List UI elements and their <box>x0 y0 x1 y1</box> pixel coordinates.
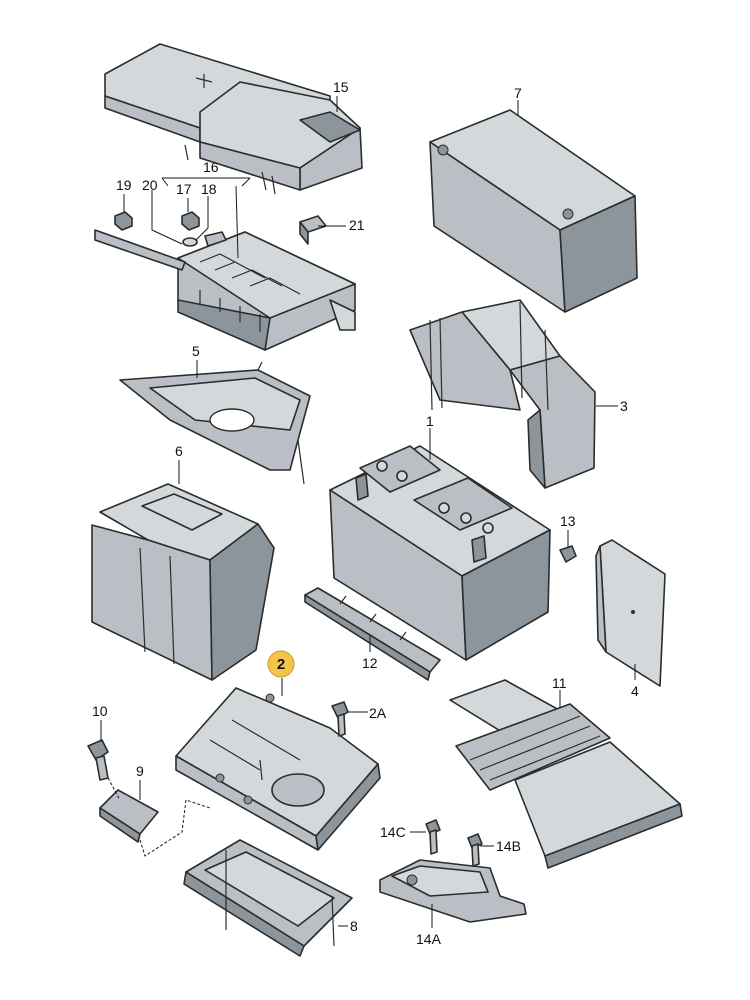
callout-2: 2 <box>277 656 285 673</box>
callout-9: 9 <box>136 763 144 779</box>
part-1-battery <box>329 445 551 661</box>
callout-labels: 15 7 16 19 20 17 18 21 5 3 1 6 13 12 4 2… <box>92 79 639 947</box>
callout-18: 18 <box>201 181 217 197</box>
part-2a-bolt <box>331 701 349 737</box>
part-13-screw <box>559 545 577 563</box>
part-3-battery-bracket <box>409 299 596 489</box>
callout-13: 13 <box>560 513 576 529</box>
part-4-cover-plate <box>595 539 666 687</box>
callout-1: 1 <box>426 413 434 429</box>
part-5-bracket <box>119 361 311 485</box>
part-7-battery-insulation <box>429 109 638 313</box>
part-16-fuse-holder <box>94 229 356 351</box>
callout-3: 3 <box>620 398 628 414</box>
part-11-holder-plate <box>449 679 683 869</box>
part-14a-holder <box>379 859 527 923</box>
part-9-clip-nut <box>99 789 159 843</box>
callout-10: 10 <box>92 703 108 719</box>
callout-15: 15 <box>333 79 349 95</box>
part-18-eyelet <box>182 231 227 247</box>
callout-5: 5 <box>192 343 200 359</box>
callout-2a: 2A <box>369 705 387 721</box>
callout-14a: 14A <box>416 931 442 947</box>
part-14b-bolt <box>467 833 483 867</box>
part-15-fuse-box-cover <box>104 43 363 195</box>
callout-4: 4 <box>631 683 639 699</box>
callout-19: 19 <box>116 177 132 193</box>
part-21-fuse <box>299 215 327 245</box>
callout-14c: 14C <box>380 824 406 840</box>
callout-12: 12 <box>362 655 378 671</box>
callout-17: 17 <box>176 181 192 197</box>
part-2-battery-tray <box>175 687 381 851</box>
callout-2-highlight[interactable]: 2 <box>267 650 295 678</box>
part-8-bracket-base <box>183 839 353 957</box>
part-12-clamp-strip <box>304 587 441 681</box>
part-17-nut <box>181 211 200 231</box>
part-10-bolt <box>87 739 109 781</box>
callout-6: 6 <box>175 443 183 459</box>
part-6-battery-cover <box>91 483 275 681</box>
callout-14b: 14B <box>496 838 521 854</box>
highlight-badge <box>267 650 295 678</box>
callout-7: 7 <box>514 85 522 101</box>
callout-8: 8 <box>350 918 358 934</box>
callout-16: 16 <box>203 159 219 175</box>
callout-20: 20 <box>142 177 158 193</box>
part-19-nut <box>114 211 133 231</box>
part-14c-bolt <box>425 819 441 855</box>
leader-lines <box>100 96 636 928</box>
callout-21: 21 <box>349 217 365 233</box>
callout-11: 11 <box>552 675 567 691</box>
